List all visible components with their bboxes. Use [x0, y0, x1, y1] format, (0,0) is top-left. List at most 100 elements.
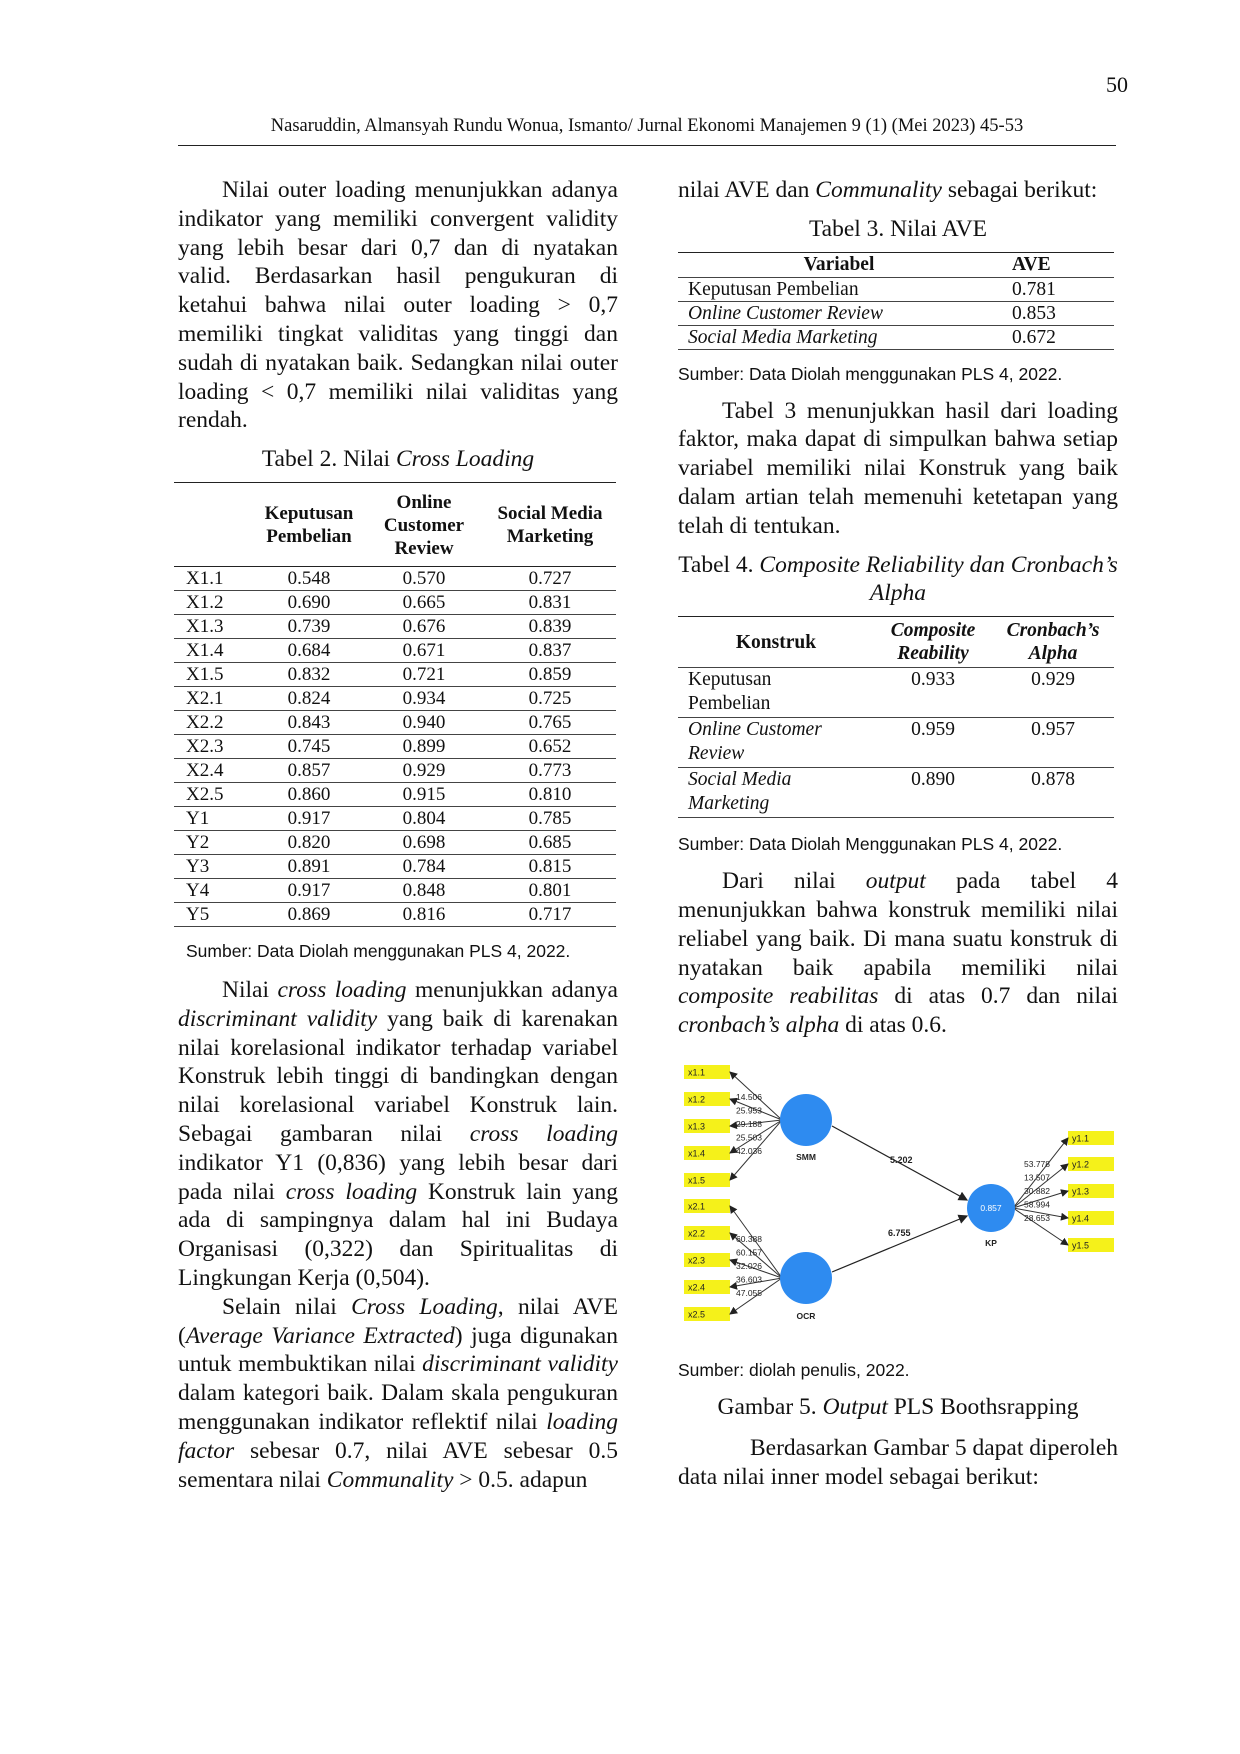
loading-value-cell: 0.824 — [254, 686, 364, 711]
loading-value-cell: 0.837 — [484, 638, 616, 663]
variable-cell: Social Media Marketing — [678, 325, 1000, 350]
loading-value-cell: 0.727 — [484, 566, 616, 591]
loading-value-cell: 0.570 — [364, 566, 484, 591]
smm-loading-value: 29.188 — [736, 1119, 762, 1129]
loading-value-cell: 0.801 — [484, 878, 616, 903]
kp-loading-arrow — [1012, 1207, 1069, 1246]
ocr-indicator-label: x2.2 — [688, 1228, 705, 1238]
smm-indicator-box — [684, 1064, 730, 1079]
ocr-loading-value: 32.026 — [736, 1261, 762, 1271]
indicator-cell: X1.2 — [174, 590, 254, 615]
cross-loading-paragraph: Nilai cross loading menunjukkan adanya d… — [178, 976, 618, 1291]
loading-value-cell: 0.739 — [254, 614, 364, 639]
smm-indicator-label: x1.2 — [688, 1094, 705, 1104]
ave-result-paragraph: Tabel 3 menunjukkan hasil dari loading f… — [678, 397, 1118, 539]
table4-header-0: Konstruk — [678, 616, 874, 669]
kp-indicator-label: y1.5 — [1072, 1240, 1089, 1250]
indicator-cell: Y1 — [174, 806, 254, 831]
ocr-indicator-label: x2.5 — [688, 1309, 705, 1319]
path-smm-kp-value: 5.202 — [890, 1155, 913, 1165]
variable-cell: Online Customer Review — [678, 301, 1000, 326]
kp-r-squared: 0.857 — [980, 1203, 1002, 1213]
kp-loading-arrow — [1012, 1163, 1069, 1209]
smm-loading-arrow — [729, 1071, 783, 1121]
loading-value-cell: 0.698 — [364, 830, 484, 855]
loading-value-cell: 0.773 — [484, 758, 616, 783]
table4-caption: Tabel 4. Composite Reliability dan Cronb… — [678, 551, 1118, 607]
kp-loading-value: 13.507 — [1024, 1172, 1050, 1182]
loading-value-cell: 0.784 — [364, 854, 484, 879]
smm-loading-value: 25.503 — [736, 1132, 762, 1142]
ocr-loading-value: 60.157 — [736, 1247, 762, 1257]
table4-header-2: Cronbach’s Alpha — [992, 616, 1114, 669]
indicator-cell: X1.4 — [174, 638, 254, 663]
smm-indicator-label: x1.3 — [688, 1121, 705, 1131]
ave-intro-paragraph: Selain nilai Cross Loading, nilai AVE (A… — [178, 1293, 618, 1493]
loading-value-cell: 0.831 — [484, 590, 616, 615]
ave-value-cell: 0.853 — [1000, 301, 1114, 326]
indicator-cell: X2.3 — [174, 734, 254, 759]
smm-indicator-box — [684, 1091, 730, 1106]
ocr-indicator-label: x2.1 — [688, 1201, 705, 1211]
ocr-indicator-box — [684, 1279, 730, 1294]
ocr-indicator-box — [684, 1252, 730, 1267]
variable-cell: Keputusan Pembelian — [678, 277, 1000, 302]
loading-value-cell: 0.929 — [364, 758, 484, 783]
left-column: Nilai outer loading menunjukkan adanya i… — [174, 176, 618, 1494]
loading-value-cell: 0.820 — [254, 830, 364, 855]
smm-loading-arrow — [729, 1119, 783, 1181]
ocr-indicator-box — [684, 1225, 730, 1240]
table4-source: Sumber: Data Diolah Menggunakan PLS 4, 2… — [678, 834, 1063, 855]
reliability-value-cell: 0.890 — [874, 767, 992, 819]
ave-value-cell: 0.672 — [1000, 325, 1114, 350]
reliability-value-cell: 0.957 — [992, 717, 1114, 769]
reliability-value-cell: 0.878 — [992, 767, 1114, 819]
indicator-cell: Y4 — [174, 878, 254, 903]
kp-indicator-label: y1.4 — [1072, 1213, 1089, 1223]
smm-loading-arrow — [729, 1097, 783, 1121]
construct-cell: Online Customer Review — [678, 717, 874, 769]
indicator-cell: X1.1 — [174, 566, 254, 591]
ocr-loading-value: 36.603 — [736, 1274, 762, 1284]
kp-construct-circle — [967, 1183, 1015, 1232]
smm-loading-value: 42.036 — [736, 1146, 762, 1156]
kp-indicator-box — [1068, 1183, 1114, 1198]
loading-value-cell: 0.785 — [484, 806, 616, 831]
reliability-value-cell: 0.959 — [874, 717, 992, 769]
kp-loading-value: 30.882 — [1024, 1186, 1050, 1196]
table2-caption: Tabel 2. Nilai Cross Loading — [261, 446, 535, 473]
ocr-indicator-box — [684, 1198, 730, 1213]
figure-source: Sumber: diolah penulis, 2022. — [678, 1359, 910, 1380]
table3-source: Sumber: Data Diolah menggunakan PLS 4, 2… — [678, 363, 1063, 384]
smm-loading-value: 14.506 — [736, 1092, 762, 1102]
loading-value-cell: 0.857 — [254, 758, 364, 783]
loading-value-cell: 0.917 — [254, 878, 364, 903]
construct-cell: Keputusan Pembelian — [678, 667, 874, 719]
loading-value-cell: 0.816 — [364, 902, 484, 927]
ocr-loading-arrow — [729, 1205, 783, 1279]
loading-value-cell: 0.869 — [254, 902, 364, 927]
indicator-cell: X1.3 — [174, 614, 254, 639]
indicator-cell: X1.5 — [174, 662, 254, 687]
loading-value-cell: 0.721 — [364, 662, 484, 687]
smm-indicator-label: x1.1 — [688, 1067, 705, 1077]
kp-label: KP — [985, 1238, 997, 1248]
table2-source: Sumber: Data Diolah menggunakan PLS 4, 2… — [186, 940, 571, 961]
composite-reliability-table: Konstruk Composite Reability Cronbach’s … — [678, 616, 1114, 819]
smm-label: SMM — [796, 1152, 816, 1162]
